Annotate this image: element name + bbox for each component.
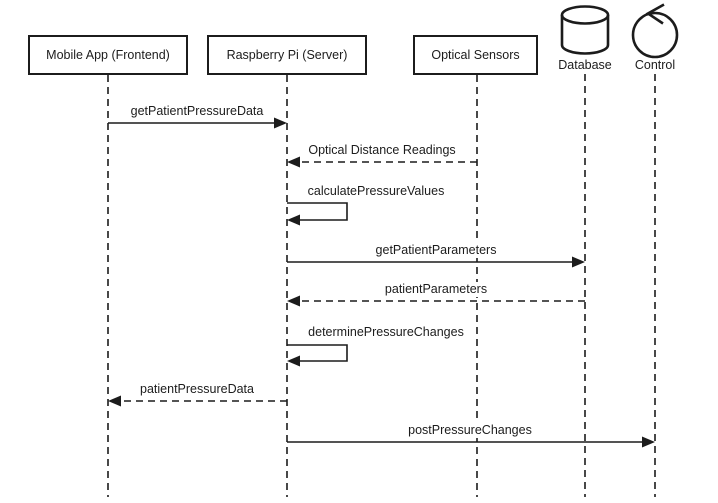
- actor-control-label: Control: [634, 58, 676, 72]
- arrowhead-icon: [287, 214, 300, 226]
- message-label-patientParameters: patientParameters: [382, 282, 490, 297]
- actor-raspberry-pi: Raspberry Pi (Server): [207, 35, 367, 75]
- arrowhead-icon: [108, 395, 121, 407]
- actor-label: Optical Sensors: [431, 48, 520, 62]
- control-loop-icon: [631, 3, 679, 59]
- arrowhead-icon: [642, 436, 655, 448]
- arrowhead-icon: [287, 156, 300, 168]
- actor-label: Mobile App (Frontend): [46, 48, 170, 62]
- arrowhead-icon: [572, 256, 585, 268]
- actor-label: Raspberry Pi (Server): [226, 48, 348, 62]
- actor-optical-sensors: Optical Sensors: [413, 35, 538, 75]
- message-label-patientPressureData: patientPressureData: [138, 382, 256, 397]
- message-label-getPatientParameters: getPatientParameters: [373, 243, 499, 258]
- self-call-determinePressureChanges: [287, 344, 348, 362]
- message-label-determinePressureChanges: determinePressureChanges: [306, 325, 466, 340]
- message-label-getPatientPressureData: getPatientPressureData: [128, 104, 266, 119]
- arrowhead-icon: [274, 117, 287, 129]
- arrowhead-icon: [287, 295, 300, 307]
- database-cylinder-icon: [560, 5, 610, 55]
- message-label-calculatePressureValues: calculatePressureValues: [305, 184, 447, 199]
- message-label-postPressureChanges: postPressureChanges: [406, 423, 534, 438]
- arrowhead-icon: [287, 355, 300, 367]
- actor-mobile-app: Mobile App (Frontend): [28, 35, 188, 75]
- self-call-calculatePressureValues: [287, 202, 348, 221]
- actor-database-label: Database: [558, 58, 612, 72]
- message-label-optical-distance-readings: Optical Distance Readings: [306, 143, 458, 158]
